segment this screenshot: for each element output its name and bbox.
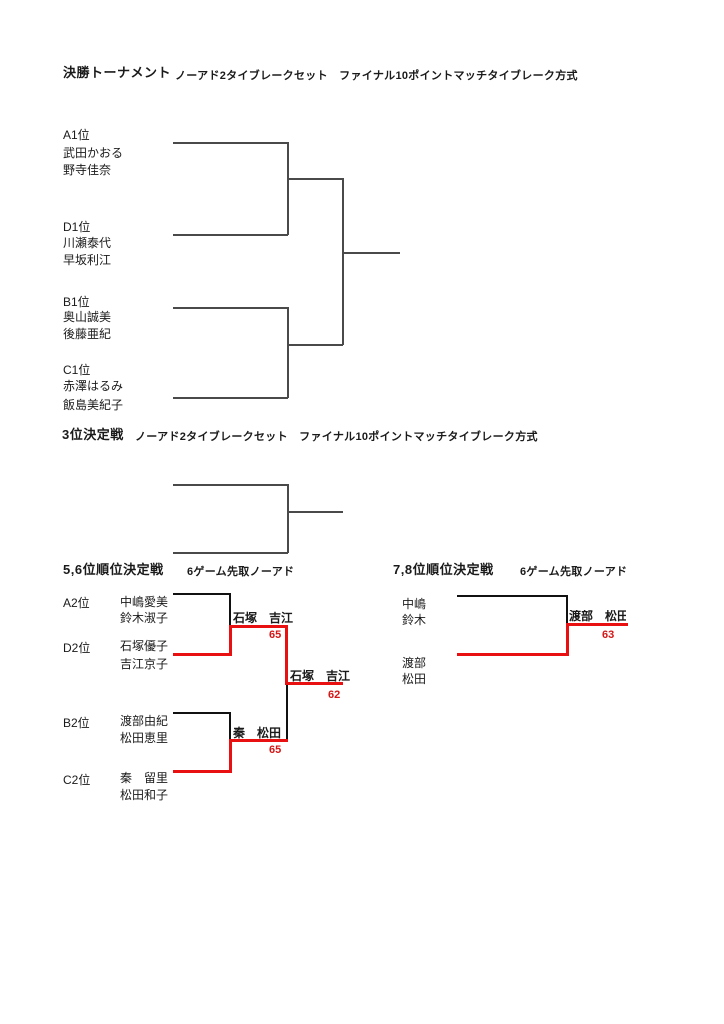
line-78-t1-down [566,595,568,624]
player-a1-1: 武田かおる [63,146,124,160]
third-place-join [287,484,289,553]
player-a2-2: 鈴木淑子 [120,611,169,625]
third-place-subtitle: ノーアド2タイブレークセット ファイナル10ポイントマッチタイブレーク方式 [135,431,538,443]
bracket-line-d1 [173,234,288,236]
line-78-t2-up [566,623,569,656]
seed-c2: C2位 [63,773,91,787]
player-b2-1: 渡部由紀 [120,714,169,728]
line-semi1-to-final [285,625,288,685]
bracket-out-semi1 [287,178,343,180]
line-semi2-to-final [286,685,288,741]
player-c1-2: 飯島美紀子 [63,398,124,412]
seed-c1: C1位 [63,363,91,377]
bracket-out-final [342,252,400,254]
player-78-t2-2: 松田 [402,672,427,686]
player-78-t2-1: 渡部 [402,656,427,670]
place-7-8-score: 63 [602,629,615,641]
player-78-t1-2: 鈴木 [402,613,427,627]
player-b1-1: 奥山誠美 [63,310,112,324]
place-7-8-winner-label: 渡部 松田 [569,610,626,623]
bracket-join-a1d1 [287,142,289,235]
bracket-join-final [342,178,344,345]
line-78-winner [566,623,628,626]
final-tournament-title: 決勝トーナメント [63,65,172,80]
player-b1-2: 後藤亜紀 [63,327,112,341]
player-d2-1: 石塚優子 [120,639,169,653]
line-d2-entry [173,653,231,656]
player-c2-2: 松田和子 [120,788,169,802]
final-winner-label: 石塚 吉江 [290,669,351,683]
line-a2-entry [173,593,231,595]
line-78-t2-entry [457,653,568,656]
line-semi2-winner [229,739,288,742]
seed-a2: A2位 [63,596,90,610]
player-b2-2: 松田恵里 [120,731,169,745]
player-d1-1: 川瀬泰代 [63,236,112,250]
semi2-winner-label: 秦 松田 [233,726,282,740]
seed-b1: B1位 [63,295,90,309]
line-c2-entry [173,770,231,773]
semi1-winner-label: 石塚 吉江 [233,611,294,625]
third-place-out [287,511,343,513]
semi2-score: 65 [269,744,282,756]
seed-b2: B2位 [63,716,90,730]
line-b2-entry [173,712,231,714]
player-a2-1: 中嶋愛美 [120,595,169,609]
player-d2-2: 吉江京子 [120,657,169,671]
third-place-line-bottom [173,552,288,554]
line-c2-up [229,739,232,773]
place-5-6-subtitle: 6ゲーム先取ノーアド [187,566,295,578]
final-tournament-subtitle: ノーアド2タイブレークセット ファイナル10ポイントマッチタイブレーク方式 [175,70,578,82]
third-place-title: 3位決定戦 [62,427,124,442]
player-a1-2: 野寺佳奈 [63,163,112,177]
third-place-line-top [173,484,288,486]
seed-d1: D1位 [63,220,91,234]
player-d1-2: 早坂利江 [63,253,112,267]
bracket-line-b1 [173,307,288,309]
seed-a1: A1位 [63,128,90,142]
line-78-t1-entry [457,595,568,597]
line-b2-down [229,712,231,740]
bracket-join-b1c1 [287,307,289,398]
player-c1-1: 赤澤はるみ [63,379,124,393]
semi1-score: 65 [269,629,282,641]
final-score: 62 [328,689,341,701]
bracket-line-c1 [173,397,288,399]
seed-d2: D2位 [63,641,91,655]
line-final-winner [285,682,343,685]
place-7-8-title: 7,8位順位決定戦 [393,562,494,577]
line-semi1-winner [229,625,288,628]
player-c2-1: 秦 留里 [120,771,169,785]
line-d2-up [229,625,232,656]
line-a2-down [229,593,231,626]
player-78-t1-1: 中嶋 [402,597,427,611]
place-5-6-title: 5,6位順位決定戦 [63,562,164,577]
bracket-line-a1 [173,142,288,144]
bracket-out-semi2 [287,344,343,346]
place-7-8-subtitle: 6ゲーム先取ノーアド [520,566,628,578]
